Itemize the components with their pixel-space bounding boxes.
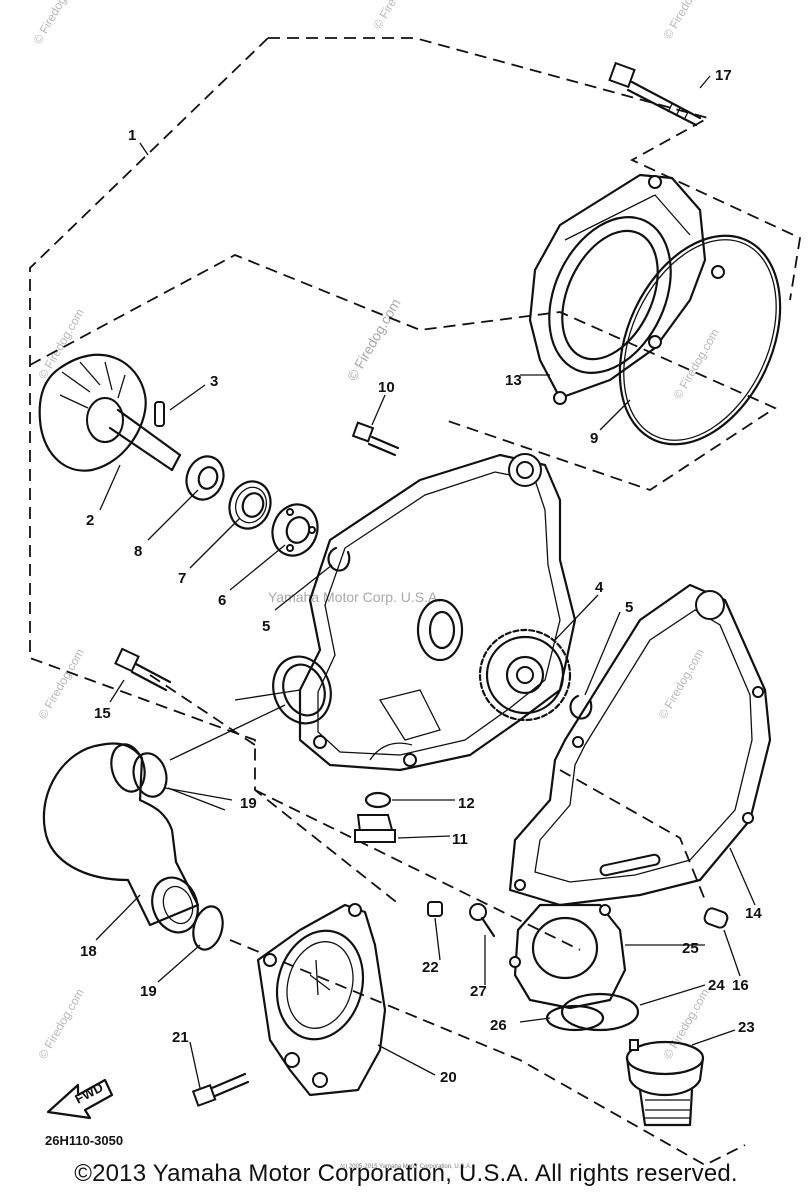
- label-part-12: 12: [458, 795, 475, 812]
- label-part-20: 20: [440, 1069, 457, 1086]
- gasket-24: [560, 992, 640, 1032]
- label-part-27: 27: [470, 983, 487, 1000]
- watermark-firedog: © Firedog.com: [35, 646, 87, 721]
- label-part-23: 23: [738, 1019, 755, 1036]
- impeller-shaft-2: [38, 353, 182, 472]
- watermark-firedog: © Firedog.com: [370, 0, 422, 32]
- label-part-1: 1: [128, 127, 136, 144]
- label-part-5-upper: 5: [262, 618, 270, 635]
- label-part-17: 17: [715, 67, 732, 84]
- bearing-7: [228, 480, 272, 530]
- thermostat-cover-25: [509, 903, 627, 1010]
- label-part-8: 8: [134, 543, 142, 560]
- label-part-21: 21: [172, 1029, 189, 1046]
- label-part-19-lower: 19: [140, 983, 157, 1000]
- housing-cover-13: [528, 173, 725, 405]
- label-part-10: 10: [378, 379, 395, 396]
- label-part-14: 14: [745, 905, 762, 922]
- thermostat-housing-20: [256, 903, 387, 1097]
- copyright-small: (c) 2005-2015 Yamaha Motor Corporation, …: [340, 1164, 472, 1170]
- seal-8: [185, 455, 225, 501]
- bolt-17: [608, 61, 702, 127]
- watermarks: © Firedog.com © Firedog.com © Firedog.co…: [30, 0, 722, 1062]
- label-part-25: 25: [682, 940, 699, 957]
- label-part-2: 2: [86, 512, 94, 529]
- front-arrow-icon: FWD: [46, 1078, 114, 1120]
- watermark-firedog: © Firedog.com: [670, 326, 722, 401]
- label-part-11: 11: [452, 831, 468, 848]
- label-part-13: 13: [505, 372, 522, 389]
- label-part-22: 22: [422, 959, 439, 976]
- drain-bolt-11: [354, 814, 396, 843]
- label-part-26: 26: [490, 1017, 507, 1034]
- label-part-4: 4: [595, 579, 604, 596]
- label-part-24: 24: [708, 977, 725, 994]
- watermark-firedog: © Firedog.com: [660, 986, 712, 1061]
- watermark-yamaha: Yamaha Motor Corp. U.S.A.: [268, 589, 441, 605]
- label-part-16: 16: [732, 977, 749, 994]
- gasket-14: [508, 583, 772, 907]
- pump-housing-4: [272, 453, 577, 772]
- watermark-firedog: © Firedog.com: [35, 306, 87, 381]
- elbow-pipe-18: [42, 742, 200, 934]
- bolt-15: [114, 647, 172, 692]
- pin-3: [154, 401, 165, 427]
- part-labels: 1 2 3 4 5 5 6 7 8 9 10 11 12 13 14 15 16…: [80, 67, 762, 1086]
- assembly-boundary: [29, 37, 801, 1167]
- leader-lines: [95, 75, 756, 1089]
- watermark-firedog: © Firedog.com: [344, 296, 404, 384]
- label-part-3: 3: [210, 373, 218, 390]
- thermostat-23: [625, 1039, 705, 1127]
- label-part-6: 6: [218, 592, 226, 609]
- label-part-5-lower: 5: [625, 599, 633, 616]
- watermark-firedog: © Firedog.com: [30, 0, 82, 47]
- copyright-notice: ©2013 Yamaha Motor Corporation, U.S.A. A…: [74, 1160, 738, 1187]
- o-ring-19-lower: [192, 905, 224, 951]
- label-part-9: 9: [590, 430, 598, 447]
- washer-12: [364, 791, 392, 809]
- label-part-15: 15: [94, 705, 111, 722]
- o-ring-9: [618, 234, 782, 446]
- bolt-27: [469, 903, 496, 938]
- watermark-firedog: © Firedog.com: [655, 646, 707, 721]
- plug-22: [427, 901, 443, 917]
- bolt-10: [351, 421, 400, 457]
- plug-16: [703, 907, 729, 929]
- bearing-6: [271, 503, 319, 557]
- label-part-19-upper: 19: [240, 795, 257, 812]
- o-ring-19-upper: [132, 752, 168, 798]
- label-part-7: 7: [178, 570, 186, 587]
- watermark-firedog: © Firedog.com: [660, 0, 712, 42]
- bolt-21: [191, 1072, 250, 1107]
- diagram-code: 26H110-3050: [45, 1133, 123, 1148]
- watermark-firedog: © Firedog.com: [35, 986, 87, 1061]
- label-part-18: 18: [80, 943, 97, 960]
- circlip-5-upper: [327, 546, 351, 572]
